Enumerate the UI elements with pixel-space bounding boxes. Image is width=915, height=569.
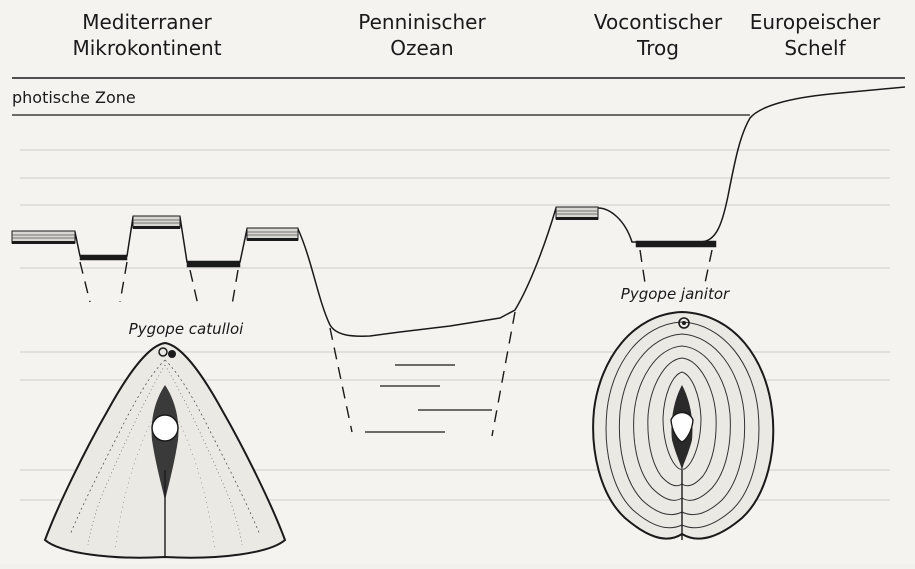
species-label-janitor: Pygope janitor [621, 285, 730, 303]
region-label-penninic-line2: Ozean [390, 36, 453, 60]
species-label-catulloi: Pygope catulloi [129, 320, 244, 338]
region-label-vocontian-line1: Vocontischer [594, 10, 723, 34]
pygope-catulloi-shell-illustration [45, 343, 285, 558]
region-label-mediterranean-line1: Mediterraner [82, 10, 212, 34]
region-label-european-line1: Europeischer [750, 10, 881, 34]
projection-lines-right [640, 250, 712, 283]
region-label-vocontian-line2: Trog [636, 36, 679, 60]
region-label-mediterranean-line2: Mikrokontinent [72, 36, 221, 60]
oceanic-crust-extension [330, 312, 515, 436]
sediment-beds [12, 207, 716, 267]
pygope-janitor-shell-illustration [593, 312, 773, 540]
seafloor-profile [12, 87, 905, 336]
region-label-european-line2: Schelf [784, 36, 846, 60]
region-label-penninic-line1: Penninischer [358, 10, 486, 34]
photic-zone-label: photische Zone [12, 88, 136, 107]
